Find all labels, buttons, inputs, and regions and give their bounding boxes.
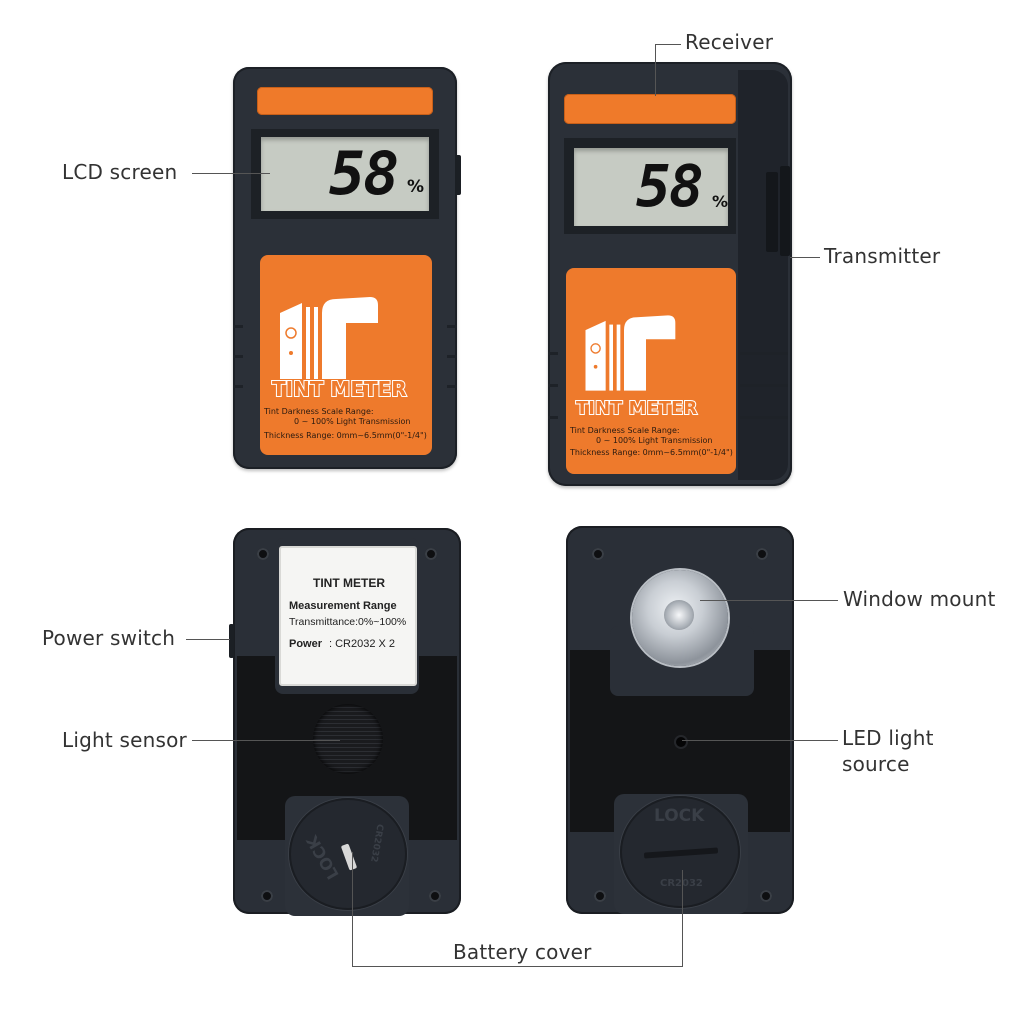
leader-battery-cover-bottom (352, 966, 683, 967)
leader-power-switch (186, 639, 230, 640)
leader-battery-cover-right (682, 870, 683, 967)
battery-cover[interactable]: LOCK CR2032 (620, 796, 740, 908)
callout-power-switch: Power switch (42, 626, 176, 650)
product-label: TINT METER Tint Darkness Scale Range: 0 … (260, 255, 432, 455)
card-power-label: Power (289, 638, 323, 650)
leader-battery-cover-left (352, 852, 353, 967)
grip-ridge (447, 385, 457, 388)
grip-ridge (740, 352, 788, 355)
callout-transmitter: Transmitter (824, 244, 941, 268)
power-switch[interactable] (455, 155, 461, 195)
transmitter-clip (766, 172, 778, 252)
suction-cup-knob (664, 600, 694, 630)
battery-cover-slot[interactable] (643, 847, 719, 859)
spec-line-2: 0 ~ 100% Light Transmission (294, 417, 411, 426)
leader-receiver-horizontal (655, 44, 681, 45)
receiver-strip (564, 94, 736, 124)
callout-light-sensor: Light sensor (62, 728, 187, 752)
spec-line-3: Thickness Range: 0mm~6.5mm(0"-1/4") (570, 448, 733, 457)
callout-lcd-screen: LCD screen (62, 160, 178, 184)
battery-cover-slot[interactable] (340, 843, 358, 871)
screw-icon (592, 548, 604, 560)
spec-line-1: Tint Darkness Scale Range: (570, 426, 680, 435)
leader-transmitter (790, 257, 820, 258)
screw-icon (429, 890, 441, 902)
leader-receiver-vertical (655, 44, 656, 96)
led-light-source (676, 737, 686, 747)
lcd-unit: % (407, 177, 425, 197)
leader-lcd-screen (192, 173, 270, 174)
grip-ridge (740, 384, 788, 387)
lcd-reading: 58 (329, 139, 399, 209)
grip-ridge (548, 352, 558, 355)
screw-icon (425, 548, 437, 560)
screw-icon (594, 890, 606, 902)
grip-ridge (233, 355, 243, 358)
card-title: TINT METER (313, 576, 385, 590)
device-side-face (738, 70, 788, 480)
product-label: TINT METER Tint Darkness Scale Range: 0 … (566, 268, 736, 474)
screw-icon (257, 548, 269, 560)
grip-ridge (233, 325, 243, 328)
lcd-screen: 58 % (261, 137, 429, 211)
receiver-strip (257, 87, 433, 115)
grip-ridge (233, 385, 243, 388)
tint-meter-logo-icon (585, 315, 676, 391)
brand-name: TINT METER (575, 397, 698, 420)
callout-window-mount: Window mount (843, 587, 996, 611)
grip-ridge (447, 325, 457, 328)
callout-led-light-source-line2: source (842, 752, 910, 776)
battery-cover-cr2032-text: CR2032 (660, 878, 703, 889)
light-sensor (313, 704, 383, 774)
callout-receiver: Receiver (685, 30, 774, 54)
grip-ridge (447, 355, 457, 358)
window-mount-suction-cup (632, 570, 728, 666)
tint-meter-front-left: 58 % TINT METER Tint Darkness Scale Rang… (233, 67, 461, 469)
screw-icon (261, 890, 273, 902)
leader-light-sensor (192, 740, 340, 741)
battery-cover-lock-text: LOCK (302, 832, 343, 883)
battery-cover-cr2032-text: CR2032 (368, 823, 385, 863)
brand-name: TINT METER (271, 376, 408, 402)
battery-cover[interactable]: LOCK CR2032 (289, 798, 407, 910)
grip-ridge (548, 384, 558, 387)
tint-meter-logo-icon (280, 297, 378, 379)
card-power-value: : CR2032 X 2 (329, 638, 396, 650)
callout-led-light-source-line1: LED light (842, 726, 934, 750)
spec-line-2: 0 ~ 100% Light Transmission (596, 436, 713, 445)
transmitter-clip (780, 166, 790, 256)
leader-window-mount (700, 600, 838, 601)
lcd-unit: % (712, 192, 729, 211)
spec-line-3: Thickness Range: 0mm~6.5mm(0"-1/4") (264, 431, 427, 440)
screw-icon (760, 890, 772, 902)
grip-ridge (740, 416, 788, 419)
lcd-reading: 58 (636, 152, 704, 220)
card-heading: Measurement Range (289, 600, 397, 612)
screw-icon (756, 548, 768, 560)
info-card: TINT METER Measurement Range Transmittan… (279, 546, 417, 686)
tint-meter-front-right: 58 % TINT METER Tint Darkness Scale Rang… (548, 62, 792, 486)
grip-ridge (548, 416, 558, 419)
power-switch[interactable] (229, 624, 234, 658)
card-range: Transmittance:0%~100% (289, 616, 407, 628)
tint-meter-back-left: TINT METER Measurement Range Transmittan… (229, 528, 461, 916)
lcd-screen: 58 % (574, 148, 728, 226)
spec-line-1: Tint Darkness Scale Range: (264, 407, 374, 416)
callout-battery-cover: Battery cover (453, 940, 592, 964)
tint-meter-back-right: LOCK CR2032 (566, 526, 794, 914)
leader-led-light-source (682, 740, 838, 741)
battery-cover-lock-text: LOCK (654, 806, 705, 826)
